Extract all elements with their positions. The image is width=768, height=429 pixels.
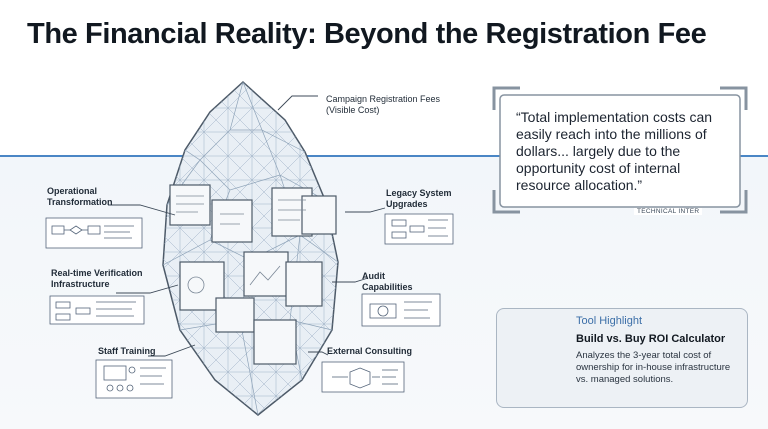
- hidden-cost-verification: Real-time Verification Infrastructure: [51, 268, 143, 289]
- flowchart-icon: [384, 213, 454, 245]
- quote-source: TECHNICAL INTER: [634, 208, 703, 215]
- quote-frame: [492, 86, 748, 214]
- hidden-cost-legacy: Legacy System Upgrades: [386, 188, 452, 209]
- iceberg-illustration: [162, 80, 339, 416]
- leader-lines: [108, 95, 386, 357]
- flowchart-icon: [45, 217, 143, 249]
- hidden-cost-audit: Audit Capabilities: [362, 271, 413, 292]
- hidden-cost-consulting: External Consulting: [327, 346, 413, 356]
- hidden-cost-operational: Operational Transformation: [47, 186, 113, 207]
- tool-name: Build vs. Buy ROI Calculator: [576, 333, 726, 345]
- hidden-cost-training: Staff Training: [98, 346, 156, 356]
- tip-label: Campaign Registration Fees (Visible Cost…: [326, 94, 440, 116]
- training-icon: [95, 359, 173, 399]
- flowchart-icon: [49, 295, 145, 325]
- audit-icon: [361, 293, 441, 327]
- cube-icon: [321, 361, 405, 393]
- tip-label-text: Campaign Registration Fees: [326, 94, 441, 104]
- waterline: [0, 155, 768, 157]
- tip-label-note: (Visible Cost): [326, 105, 380, 115]
- tool-kicker: Tool Highlight: [576, 315, 643, 327]
- tool-highlight-card: [496, 308, 748, 408]
- tool-description: Analyzes the 3-year total cost of owners…: [576, 350, 731, 385]
- quote-text: “Total implementation costs can easily r…: [516, 109, 713, 193]
- page-title: The Financial Reality: Beyond the Regist…: [27, 18, 707, 50]
